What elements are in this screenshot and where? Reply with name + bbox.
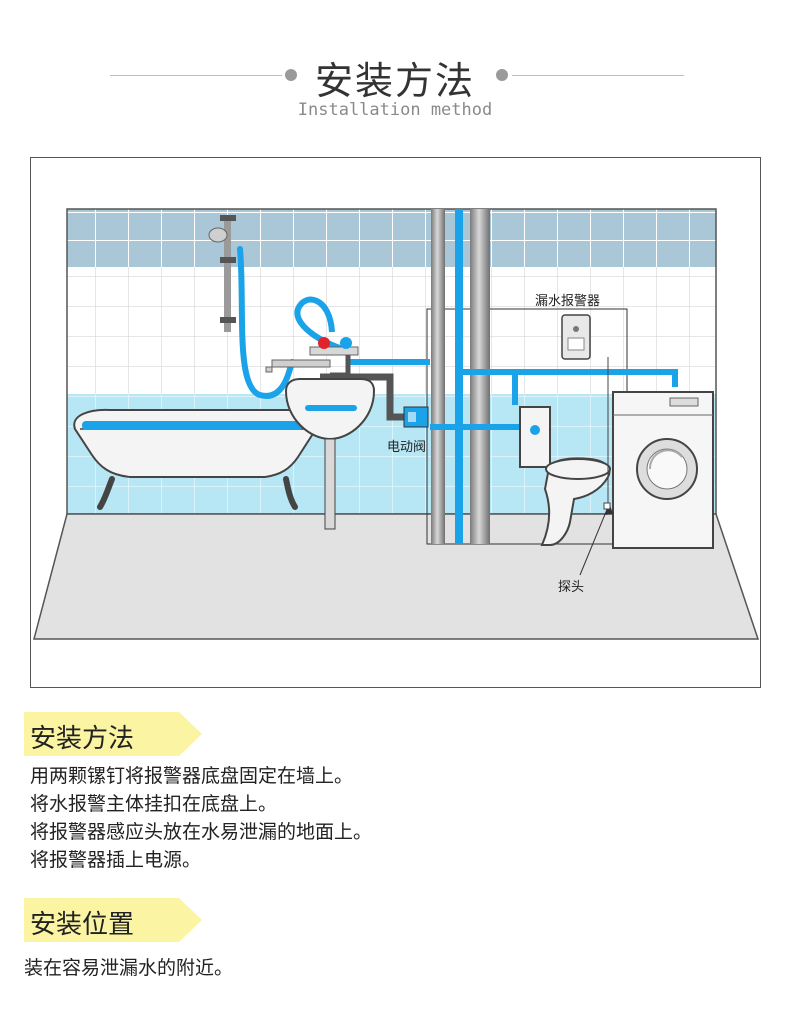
title-dot-right (496, 69, 508, 81)
page-title: 安装方法 (314, 59, 475, 103)
shower-hose (237, 246, 295, 399)
sink-pedestal (324, 438, 336, 530)
valve-label: 电动阀 (387, 440, 426, 455)
floor (33, 513, 760, 640)
vertical-pipe-blue (455, 209, 463, 544)
method-heading-text: 安装方法 (30, 724, 135, 754)
drain-pipe (320, 373, 415, 421)
method-step: 用两颗镙钉将报警器底盘固定在墙上。 (30, 765, 354, 787)
vertical-pipe-right (470, 209, 490, 544)
bathroom-diagram: 电动阀 漏水报警器 探头 (30, 157, 761, 688)
title-dot-left (285, 69, 297, 81)
toilet-tank (519, 406, 551, 468)
hot-tap-icon (318, 337, 330, 349)
title-divider-left (110, 75, 282, 76)
cold-tap-icon (340, 337, 352, 349)
shower-head-icon (208, 227, 228, 243)
method-heading: 安装方法 (24, 712, 202, 756)
method-step: 将报警器感应头放在水易泄漏的地面上。 (30, 821, 373, 843)
faucet-spout (265, 359, 331, 373)
probe-arrow-icon (604, 505, 613, 515)
wall-tiles-top (67, 209, 716, 267)
location-heading: 安装位置 (24, 898, 202, 942)
location-text: 装在容易泄漏水的附近。 (24, 957, 234, 979)
bathtub (73, 408, 323, 478)
leak-alarm-icon (561, 314, 591, 360)
vertical-pipe-left (431, 209, 445, 544)
bathtub-water (82, 421, 302, 430)
shower-rail (224, 217, 231, 332)
method-steps: 用两颗镙钉将报警器底盘固定在墙上。 将水报警主体挂扣在底盘上。 将报警器感应头放… (30, 762, 372, 874)
probe-label: 探头 (558, 580, 584, 595)
title-divider-right (512, 75, 684, 76)
probe-icon (603, 502, 611, 510)
location-heading-text: 安装位置 (30, 910, 135, 940)
sink-tap (309, 346, 359, 356)
method-step: 将水报警主体挂扣在底盘上。 (30, 793, 278, 815)
section-header: 安装方法 Installation method (0, 50, 790, 130)
alarm-label: 漏水报警器 (535, 293, 600, 309)
method-step: 将报警器插上电源。 (30, 849, 202, 871)
page-subtitle: Installation method (297, 100, 493, 120)
